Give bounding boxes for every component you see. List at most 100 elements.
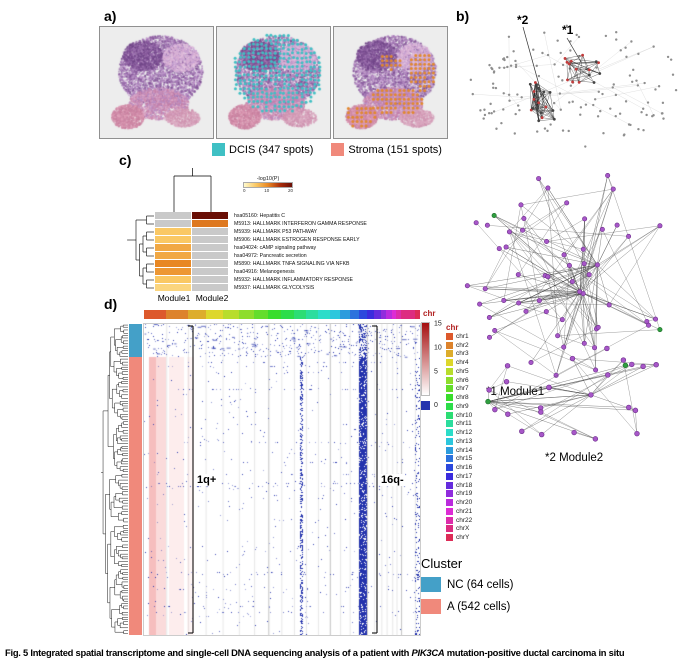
dcis-swatch (212, 143, 225, 156)
heatmap-cell (192, 268, 229, 276)
gene-node (632, 407, 639, 414)
chr-bar-segment (392, 310, 397, 319)
cell-node (579, 113, 582, 116)
edge (487, 401, 636, 411)
gene-node (629, 361, 635, 368)
cell-node (540, 116, 544, 120)
chr-name: chr14 (456, 446, 473, 454)
edge (579, 75, 590, 83)
edge (499, 248, 584, 294)
edge (569, 265, 656, 320)
edge (494, 330, 557, 376)
edge (542, 117, 555, 120)
cell-node (622, 134, 626, 137)
chr-bar-segment (339, 310, 350, 319)
cell-node (537, 101, 541, 105)
gene-node (569, 355, 576, 362)
cell-node (592, 103, 595, 107)
caption-gene: PIK3CA (411, 647, 445, 658)
edge (572, 358, 657, 365)
chr-color-swatch (446, 359, 453, 367)
cell-node (660, 112, 664, 115)
chr-color-swatch (446, 499, 453, 507)
chr-color-swatch (446, 437, 453, 445)
edge (562, 291, 580, 320)
cell-node (578, 54, 581, 58)
cell-dendrogram (101, 324, 128, 634)
chr-legend-entry: chr16 (446, 463, 472, 472)
module1-network (464, 172, 663, 378)
cell-node (503, 66, 506, 70)
cell-node (619, 49, 622, 52)
heatmap-cell (192, 228, 229, 236)
heatmap-cell (192, 252, 229, 260)
edge (541, 106, 546, 118)
chr-legend-entry: chr6 (446, 376, 472, 385)
edge (590, 366, 644, 396)
chr-color-swatch (446, 411, 453, 419)
cell-node (491, 82, 495, 85)
edge (607, 359, 624, 376)
gene-node (606, 302, 612, 308)
edge (487, 225, 629, 237)
gene-node (592, 345, 598, 351)
chr-bar-segment (222, 310, 239, 319)
edge (507, 365, 591, 396)
pathway-label: M5890: HALLMARK TNFA SIGNALING VIA NFKB (234, 261, 350, 267)
cell-node (495, 127, 498, 130)
edge (607, 175, 661, 330)
edge (583, 293, 649, 326)
chr-name: chr20 (456, 499, 473, 507)
gene-node (503, 244, 509, 250)
edge (582, 55, 590, 76)
edge (547, 188, 558, 336)
cell-node (601, 92, 604, 96)
edge (522, 202, 567, 231)
tissue-image-dcis-overlay (216, 26, 331, 139)
edge (563, 265, 570, 348)
panel-a-label: a) (104, 8, 117, 24)
edge (568, 63, 573, 82)
pathway-label: M5906: HALLMARK ESTROGEN RESPONSE EARLY (234, 237, 360, 243)
edge (538, 178, 598, 266)
cluster-sidebar-nc (129, 324, 142, 357)
chr-name: chr5 (456, 367, 469, 375)
cell-node (494, 86, 498, 90)
chr-bar-segment (396, 310, 401, 319)
chr-name: chr7 (456, 385, 469, 393)
cnv-zero-entry: 0 (421, 401, 438, 410)
edge (472, 93, 522, 98)
chr-name: chr13 (456, 437, 473, 445)
edge (549, 92, 554, 111)
cell-node (615, 31, 618, 34)
module2-caption: *2 Module2 (545, 452, 604, 464)
cell-node (479, 109, 482, 112)
chr-color-swatch (446, 516, 453, 524)
cell-node (651, 115, 654, 118)
cell-node (492, 110, 496, 113)
chromosome-color-bar (144, 310, 420, 319)
edge (489, 293, 584, 318)
edge (572, 189, 614, 282)
pathway-label: hsa05160: Hepatitis C (234, 213, 286, 219)
cell-node (579, 106, 583, 109)
cell-node (631, 80, 634, 83)
chr-legend-entry: chrX (446, 525, 472, 534)
gene-node (528, 359, 534, 365)
cell-node (565, 60, 569, 64)
cell-node (587, 73, 591, 77)
edge (538, 88, 546, 108)
edge (596, 61, 600, 74)
cell-node (595, 66, 598, 69)
gene-node (545, 185, 551, 191)
cell-node (487, 112, 491, 115)
cell-node (569, 40, 572, 43)
cell-node (565, 24, 568, 27)
chr-bar-segment (358, 310, 367, 319)
edge (597, 225, 618, 265)
cell-node (569, 49, 572, 52)
chr-name: chr9 (456, 402, 469, 410)
chr-name: chr12 (456, 429, 473, 437)
edge (518, 300, 540, 304)
chr-name: chr8 (456, 394, 469, 402)
